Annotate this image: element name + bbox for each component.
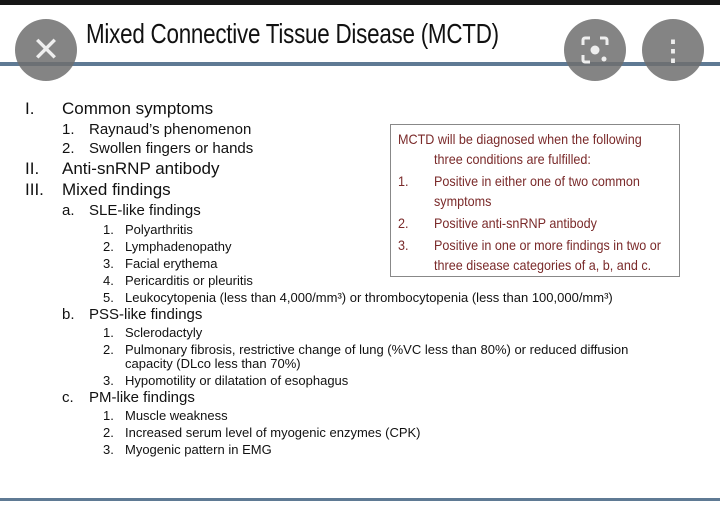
- box-intro: MCTD will be diagnosed when the followin…: [398, 131, 642, 147]
- item-text: Raynaud’s phenomenon: [89, 121, 252, 138]
- category-heading: SLE-like findings: [89, 202, 201, 219]
- more-options-button[interactable]: ⋮: [642, 19, 704, 81]
- finding-num: 2.: [103, 342, 114, 357]
- close-button[interactable]: ✕: [15, 19, 77, 81]
- diagnosis-criteria-box: MCTD will be diagnosed when the followin…: [390, 124, 680, 277]
- criterion-text: symptoms: [434, 193, 492, 209]
- title-rule: [0, 62, 720, 66]
- item-text: Swollen fingers or hands: [89, 140, 254, 157]
- status-bar: [0, 0, 720, 5]
- box-intro: three conditions are fulfilled:: [434, 151, 591, 167]
- criterion-num: 3.: [398, 237, 409, 253]
- finding-num: 2.: [103, 425, 114, 440]
- finding-text: Pulmonary fibrosis, restrictive change o…: [125, 342, 629, 357]
- category-heading: PSS-like findings: [89, 306, 203, 323]
- finding-text: Facial erythema: [125, 256, 218, 271]
- outline-heading: Mixed findings: [62, 180, 171, 199]
- finding-num: 3.: [103, 442, 114, 457]
- category-num: a.: [62, 202, 75, 219]
- criterion-text: three disease categories of a, b, and c.: [434, 257, 652, 273]
- finding-num: 4.: [103, 273, 114, 288]
- outline-heading: Anti-snRNP antibody: [62, 159, 220, 178]
- finding-text: Hypomotility or dilatation of esophagus: [125, 373, 349, 388]
- finding-text: Sclerodactyly: [125, 325, 203, 340]
- outline-num: I.: [25, 99, 35, 118]
- item-num: 1.: [62, 121, 75, 138]
- criterion-num: 1.: [398, 173, 409, 189]
- finding-text: Leukocytopenia (less than 4,000/mm³) or …: [125, 290, 613, 305]
- slide-title: Mixed Connective Tissue Disease (MCTD): [86, 18, 499, 49]
- more-vert-icon: ⋮: [659, 34, 687, 66]
- finding-num: 1.: [103, 222, 114, 237]
- finding-num: 1.: [103, 325, 114, 340]
- category-num: b.: [62, 306, 75, 323]
- finding-num: 5.: [103, 290, 114, 305]
- lens-icon: [581, 36, 609, 64]
- finding-num: 2.: [103, 239, 114, 254]
- finding-text: Lymphadenopathy: [125, 239, 232, 254]
- criterion-text: Positive in one or more findings in two …: [434, 237, 661, 253]
- criterion-text: Positive in either one of two common: [434, 173, 640, 189]
- finding-num: 1.: [103, 408, 114, 423]
- finding-text: Polyarthritis: [125, 222, 193, 237]
- footer-rule: [0, 498, 720, 501]
- criterion-text: Positive anti-snRNP antibody: [434, 215, 597, 231]
- finding-text: Increased serum level of myogenic enzyme…: [125, 425, 421, 440]
- criterion-num: 2.: [398, 215, 409, 231]
- finding-text: capacity (DLco less than 70%): [125, 356, 301, 371]
- item-num: 2.: [62, 140, 75, 157]
- outline-heading: Common symptoms: [62, 99, 214, 118]
- finding-text: Myogenic pattern in EMG: [125, 442, 272, 457]
- category-heading: PM-like findings: [89, 389, 195, 406]
- outline-num: III.: [25, 180, 44, 199]
- finding-num: 3.: [103, 373, 114, 388]
- finding-text: Pericarditis or pleuritis: [125, 273, 253, 288]
- close-icon: ✕: [31, 31, 61, 69]
- finding-text: Muscle weakness: [125, 408, 228, 423]
- finding-num: 3.: [103, 256, 114, 271]
- lens-button[interactable]: [564, 19, 626, 81]
- outline-num: II.: [25, 159, 40, 178]
- category-num: c.: [62, 389, 74, 406]
